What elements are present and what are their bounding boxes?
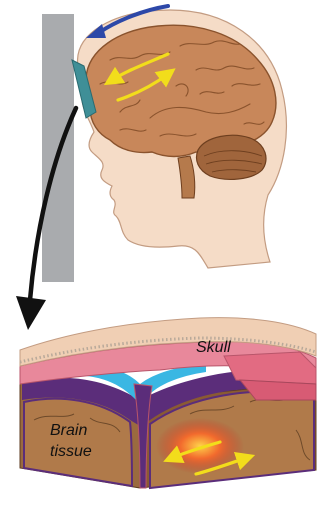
cross-section	[20, 318, 316, 488]
brain-tissue-label-line2: tissue	[50, 443, 92, 460]
bleed	[156, 418, 244, 474]
skull-label: Skull	[196, 339, 231, 356]
brain-tissue-label-line1: Brain	[50, 422, 87, 439]
